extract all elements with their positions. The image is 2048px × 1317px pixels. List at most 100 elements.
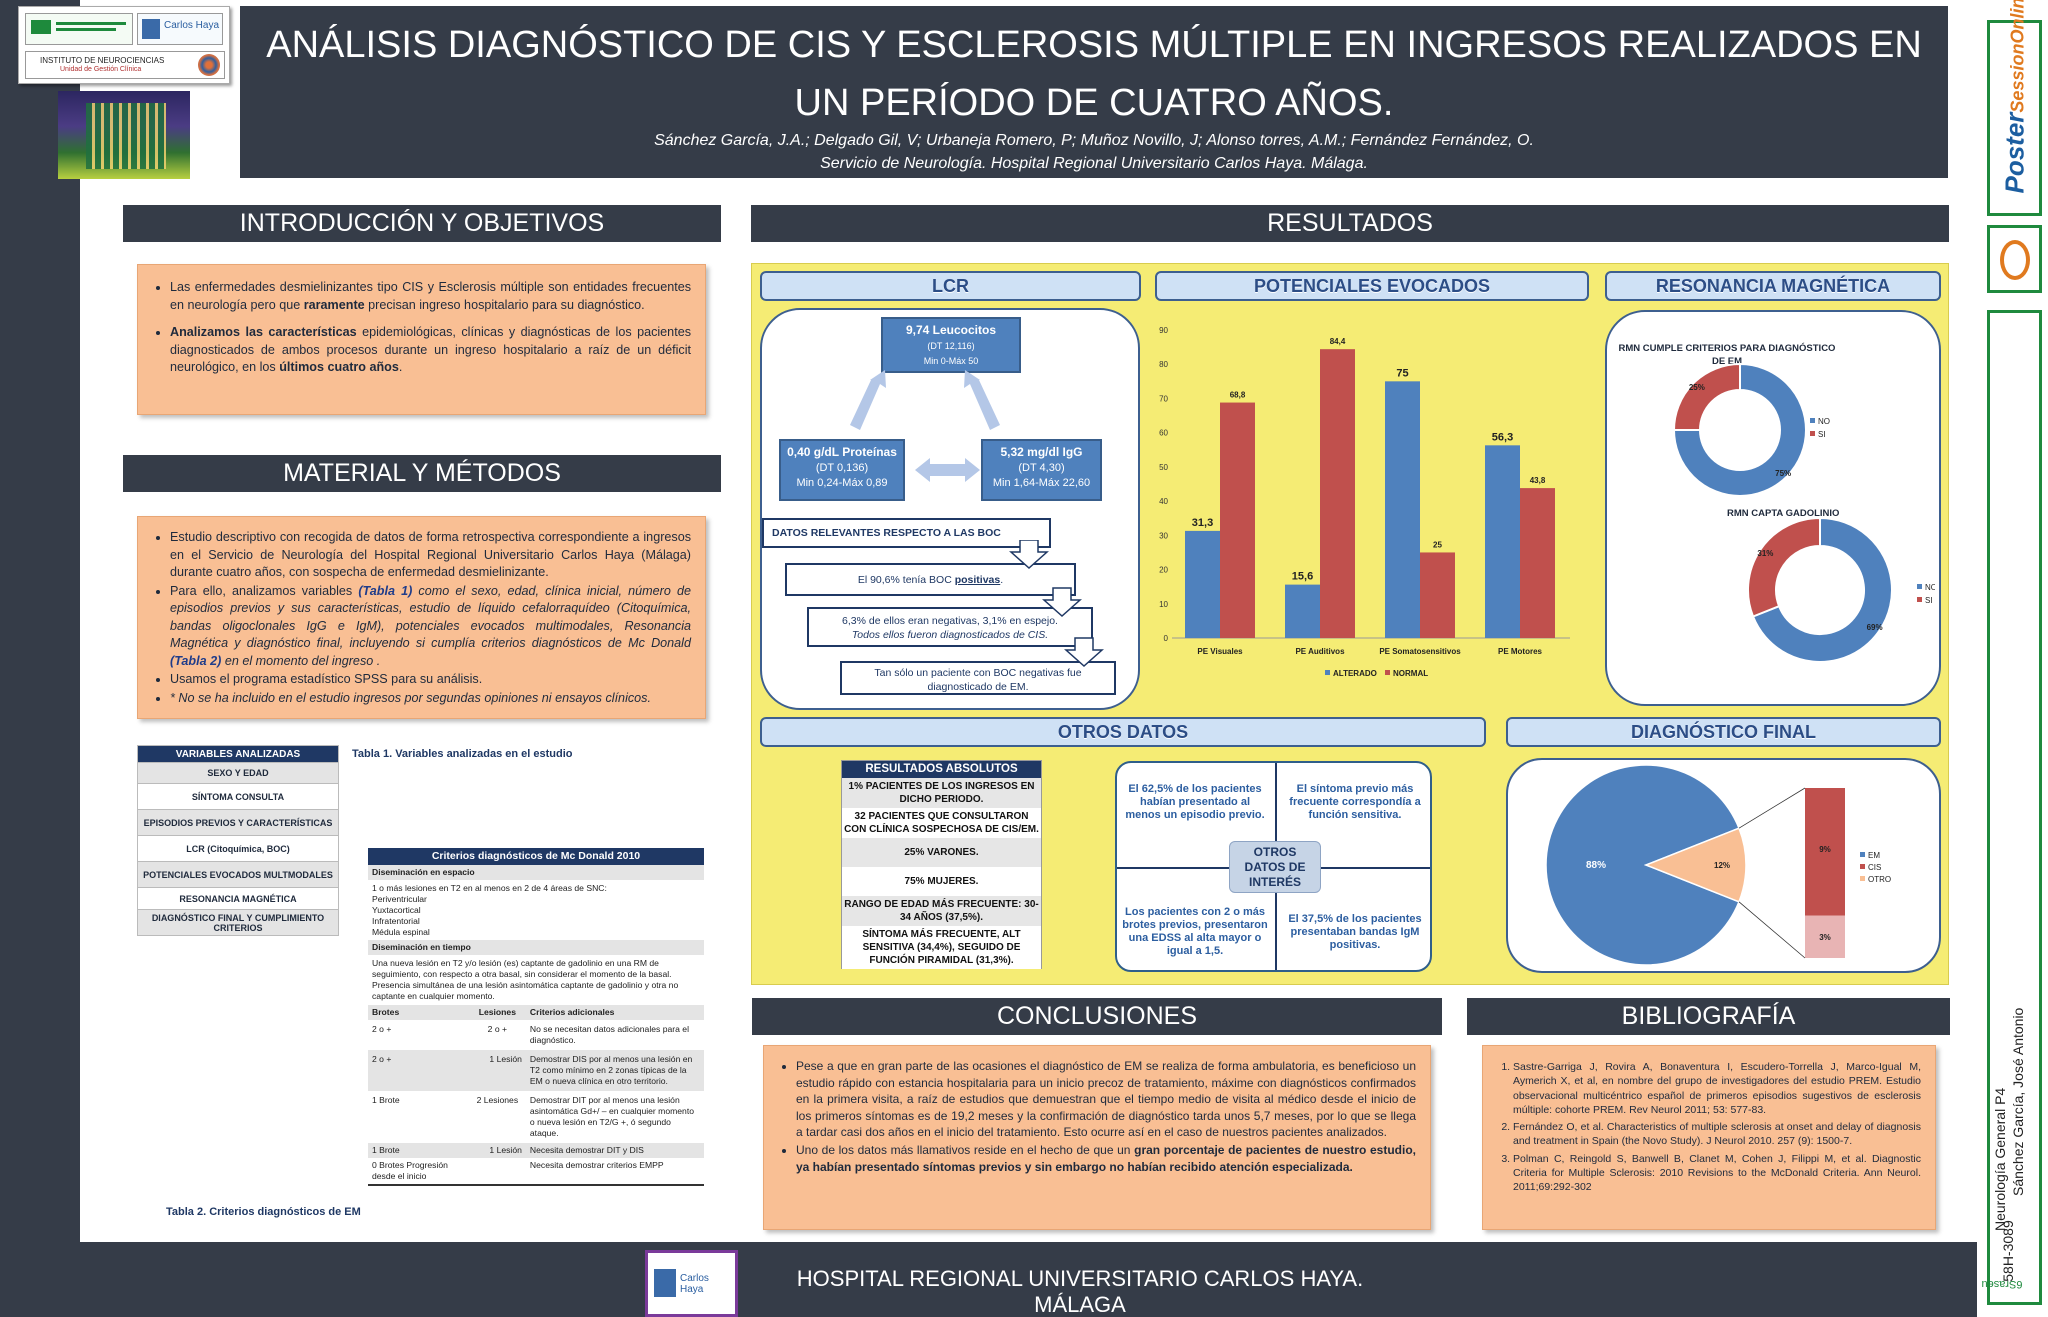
table-1-row: SEXO Y EDAD xyxy=(137,762,339,784)
igg-box: 5,32 mg/dl IgG(DT 4,30)Min 1,64-Máx 22,6… xyxy=(981,439,1102,501)
arrow-up-right xyxy=(964,370,1000,430)
conclusions-box: Pese a que en gran parte de las ocasione… xyxy=(763,1045,1431,1230)
data-label: 75 xyxy=(1396,367,1408,379)
slice-em xyxy=(1545,764,1740,966)
boc-title: DATOS RELEVANTES RESPECTO A LAS BOC xyxy=(762,518,1051,548)
quad-3: Los pacientes con 2 o más brotes previos… xyxy=(1122,906,1268,957)
legend-label: SI xyxy=(1818,430,1826,439)
bar-alterado xyxy=(1385,381,1420,638)
space-area: Médula espinal xyxy=(372,927,430,937)
bar-label: 3% xyxy=(1819,933,1831,942)
sidebar-category: Neurología General P4 xyxy=(1992,1087,2008,1231)
slice-label: 31% xyxy=(1757,549,1773,558)
quad-2: El síntoma previo más frecuente correspo… xyxy=(1289,783,1421,821)
x-tick-label: PE Visuales xyxy=(1197,647,1243,656)
mandala-icon xyxy=(198,54,220,76)
table-1-row: SÍNTOMA CONSULTA xyxy=(137,783,339,810)
time-text-1: Una nueva lesión en T2 y/o lesión (es) c… xyxy=(372,958,672,979)
legend-label: OTRO xyxy=(1868,875,1891,884)
abs-row: 25% VARONES. xyxy=(842,838,1041,867)
connector-line xyxy=(1738,787,1806,829)
bibliography-item: Fernández O, et al. Characteristics of m… xyxy=(1513,1120,1921,1149)
legend-swatch xyxy=(1917,597,1922,602)
legend-swatch xyxy=(1325,670,1330,675)
sidebar-code: 58H-3089 xyxy=(2000,1220,2016,1282)
down-arrow xyxy=(1042,587,1082,618)
slice-si xyxy=(1672,362,1741,431)
intro-list: Las enfermedades desmielinizantes tipo C… xyxy=(152,279,691,377)
bibliography-item: Sastre-Garriga J, Rovira A, Bonaventura … xyxy=(1513,1060,1921,1117)
intro-box: Las enfermedades desmielinizantes tipo C… xyxy=(137,264,706,415)
bar-alterado xyxy=(1185,530,1220,638)
space-text: 1 o más lesiones en T2 en al menos en 2 … xyxy=(372,883,607,893)
data-label: 68,8 xyxy=(1230,391,1246,400)
table-2-header: Criterios diagnósticos de Mc Donald 2010 xyxy=(368,848,704,865)
y-tick-label: 30 xyxy=(1159,531,1168,540)
table-1-caption: Tabla 1. Variables analizadas en el estu… xyxy=(352,748,573,760)
legend-label: SI xyxy=(1925,596,1933,605)
space-area: Periventricular xyxy=(372,894,427,904)
arrow-double xyxy=(915,458,980,482)
conclusion-2: Uno de los datos más llamativos reside e… xyxy=(796,1142,1416,1175)
legend-label: CIS xyxy=(1868,863,1881,872)
table-1-row: LCR (Citoquímica, BOC) xyxy=(137,835,339,862)
abs-results-table: RESULTADOS ABSOLUTOS 1% PACIENTES DE LOS… xyxy=(841,760,1042,969)
abs-row: 75% MUJERES. xyxy=(842,867,1041,896)
intro-header: INTRODUCCIÓN Y OBJETIVOS xyxy=(123,205,721,242)
quad-1: El 62,5% de los pacientes habían present… xyxy=(1125,783,1265,821)
footer-bar xyxy=(0,1242,1977,1317)
slice-label: 25% xyxy=(1689,383,1705,392)
space-area: Yuxtacortical xyxy=(372,905,421,915)
poster-title: ANÁLISIS DIAGNÓSTICO DE CIS Y ESCLEROSIS… xyxy=(266,24,1922,124)
y-tick-label: 80 xyxy=(1159,360,1168,369)
data-label: 43,8 xyxy=(1530,476,1546,485)
brand-poster: Poster xyxy=(1999,112,2030,194)
quad-4: El 37,5% de los pacientes presentaban ba… xyxy=(1288,913,1422,951)
abs-row: 1% PACIENTES DE LOS INGRESOS EN DICHO PE… xyxy=(842,778,1041,808)
arrow-up-left xyxy=(850,370,886,430)
bibliography-header: BIBLIOGRAFÍA xyxy=(1467,998,1950,1035)
institute-unit: Unidad de Gestión Clínica xyxy=(60,66,142,73)
dx-header: DIAGNÓSTICO FINAL xyxy=(1506,717,1941,747)
poster-authors: Sánchez García, J.A.; Delgado Gil, V; Ur… xyxy=(654,132,1534,149)
institute-name: INSTITUTO DE NEUROCIENCIAS xyxy=(40,56,165,65)
bar-normal xyxy=(1520,488,1555,638)
otros-center: OTROS DATOS DE INTERÉS xyxy=(1229,841,1321,893)
society-logo xyxy=(1987,225,2042,293)
carlos-haya-text: Carlos Haya xyxy=(164,20,220,31)
time-title: Diseminación en tiempo xyxy=(368,940,704,955)
hospital-photo xyxy=(58,91,190,179)
methods-bullet-1: Estudio descriptivo con recogida de dato… xyxy=(170,529,691,582)
leucocitos-box: 9,74 Leucocitos(DT 12,116)Min 0-Máx 50 xyxy=(881,317,1021,373)
bar-otro xyxy=(1805,915,1845,958)
rm-chart-2-title: RMN CAPTA GADOLINIO xyxy=(1727,508,1840,519)
lcr-arrows xyxy=(850,370,1000,482)
col-header: Criterios adicionales xyxy=(529,1007,615,1017)
y-tick-label: 90 xyxy=(1159,326,1168,335)
down-arrow xyxy=(1064,637,1104,668)
leucocitos-value: 9,74 Leucocitos xyxy=(905,323,997,337)
footer-logo-text: Carlos Haya xyxy=(680,1273,709,1295)
institute-logo: INSTITUTO DE NEUROCIENCIAS Unidad de Ges… xyxy=(25,51,225,79)
connector-line xyxy=(1738,901,1806,959)
methods-bullet-2: Para ello, analizamos variables (Tabla 1… xyxy=(170,583,691,671)
data-label: 15,6 xyxy=(1292,571,1313,583)
poster-affiliation: Servicio de Neurología. Hospital Regiona… xyxy=(820,155,1368,172)
proteinas-box: 0,40 g/dL Proteínas(DT 0,136)Min 0,24-Má… xyxy=(779,439,905,501)
y-tick-label: 60 xyxy=(1159,429,1168,438)
boc-item-2: 6,3% de ellos eran negativas, 3,1% en es… xyxy=(807,607,1093,647)
intro-bullet-2: Analizamos las características epidemiol… xyxy=(170,324,691,377)
col-header: Brotes xyxy=(372,1007,400,1017)
methods-bullet-3: Usamos el programa estadístico SPSS para… xyxy=(170,671,691,689)
bar-alterado xyxy=(1485,445,1520,638)
footer-logo: Carlos Haya xyxy=(645,1250,738,1317)
legend-swatch xyxy=(1860,852,1865,857)
table-1-row: EPISODIOS PREVIOS Y CARACTERÍSTICAS xyxy=(137,809,339,836)
rm-chart-1-title: RMN CUMPLE CRITERIOS PARA DIAGNÓSTICO DE… xyxy=(1618,343,1836,367)
